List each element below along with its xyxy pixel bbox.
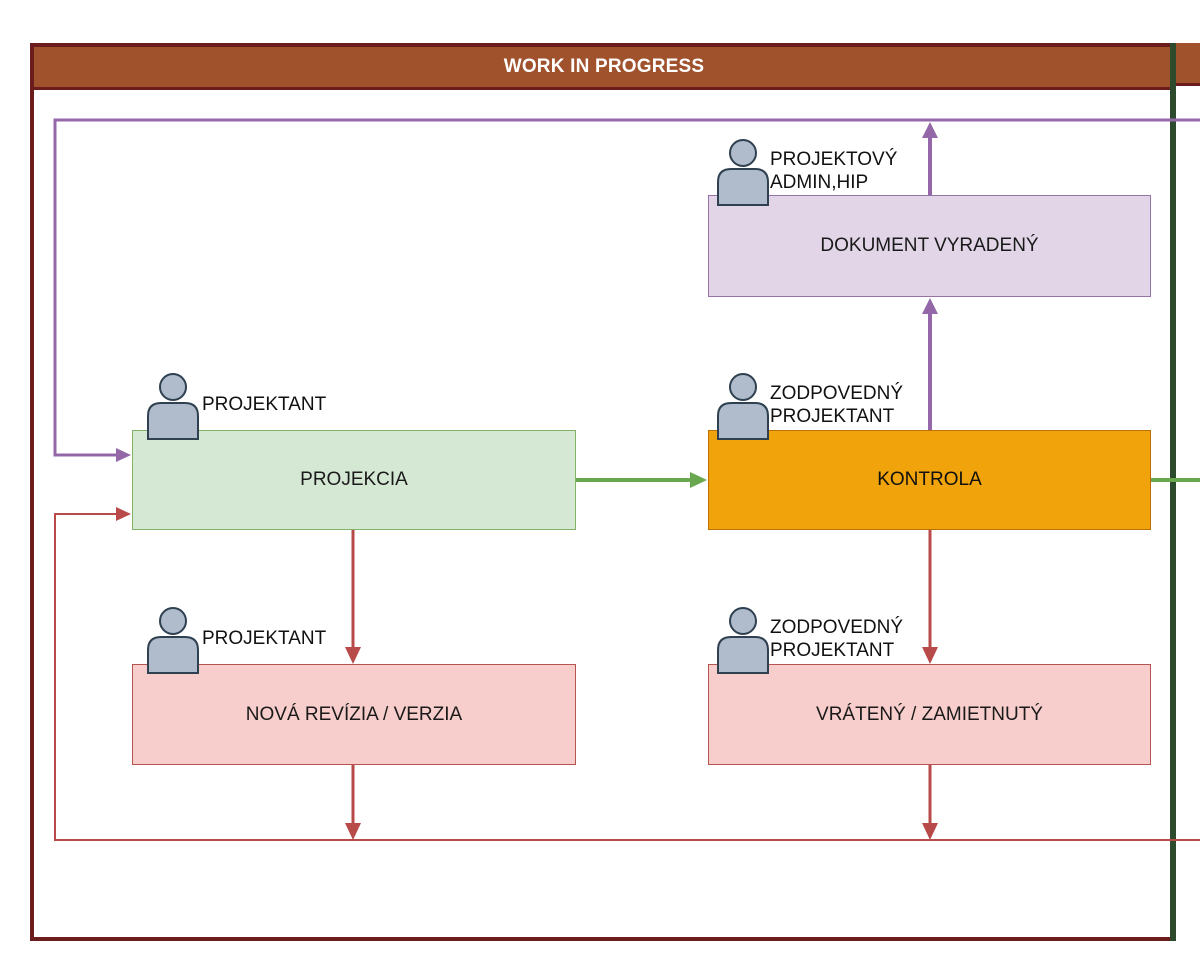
state-dokument-vyradeny[interactable]: DOKUMENT VYRADENÝ	[708, 195, 1151, 297]
red-arrowhead-vrateny	[922, 647, 938, 664]
state-kontrola[interactable]: KONTROLA	[708, 430, 1151, 530]
green-forward-flow	[576, 472, 1200, 488]
role-label-projekcia: PROJEKTANT	[202, 394, 327, 415]
purple-return-flow	[53, 118, 1200, 462]
role-label-vyradeny: PROJEKTOVÝ ADMIN,HIP	[770, 149, 898, 193]
state-vrateny-zamietnuty[interactable]: VRÁTENÝ / ZAMIETNUTÝ	[708, 664, 1151, 765]
user-icon	[717, 607, 769, 674]
user-icon	[147, 607, 199, 674]
next-swimlane-edge	[1170, 43, 1200, 941]
wip-swimlane-title: WORK IN PROGRESS	[503, 56, 705, 77]
red-arrowhead-bottom-left	[345, 823, 361, 840]
state-label: PROJEKCIA	[300, 469, 408, 490]
purple-arrowhead-vyradeny	[922, 298, 938, 314]
red-arrowhead-projekcia	[116, 507, 131, 521]
state-label: KONTROLA	[877, 469, 982, 490]
green-arrowhead-kontrola	[690, 472, 707, 488]
state-label: NOVÁ REVÍZIA / VERZIA	[245, 703, 463, 725]
role-label-nova-revizia: PROJEKTANT	[202, 628, 327, 649]
purple-arrowhead-projekcia	[116, 448, 131, 462]
user-icon	[717, 373, 769, 440]
red-arrowhead-nova-revizia	[345, 647, 361, 664]
state-label: VRÁTENÝ / ZAMIETNUTÝ	[816, 703, 1043, 725]
role-label-kontrola: ZODPOVEDNÝ PROJEKTANT	[770, 383, 904, 427]
red-rework-flow	[54, 507, 1200, 841]
purple-arrowhead-top	[922, 122, 938, 138]
state-label: DOKUMENT VYRADENÝ	[820, 235, 1039, 256]
user-icon	[717, 139, 769, 206]
state-projekcia[interactable]: PROJEKCIA	[132, 430, 576, 530]
user-icon	[147, 373, 199, 440]
wip-swimlane-header: WORK IN PROGRESS	[34, 47, 1174, 90]
red-loop-line	[54, 513, 1200, 841]
purple-loop-line	[53, 118, 1200, 457]
next-swimlane-header	[1176, 43, 1200, 86]
red-arrowhead-bottom-right	[922, 823, 938, 840]
role-label-vrateny: ZODPOVEDNÝ PROJEKTANT	[770, 617, 904, 661]
state-nova-revizia[interactable]: NOVÁ REVÍZIA / VERZIA	[132, 664, 576, 765]
